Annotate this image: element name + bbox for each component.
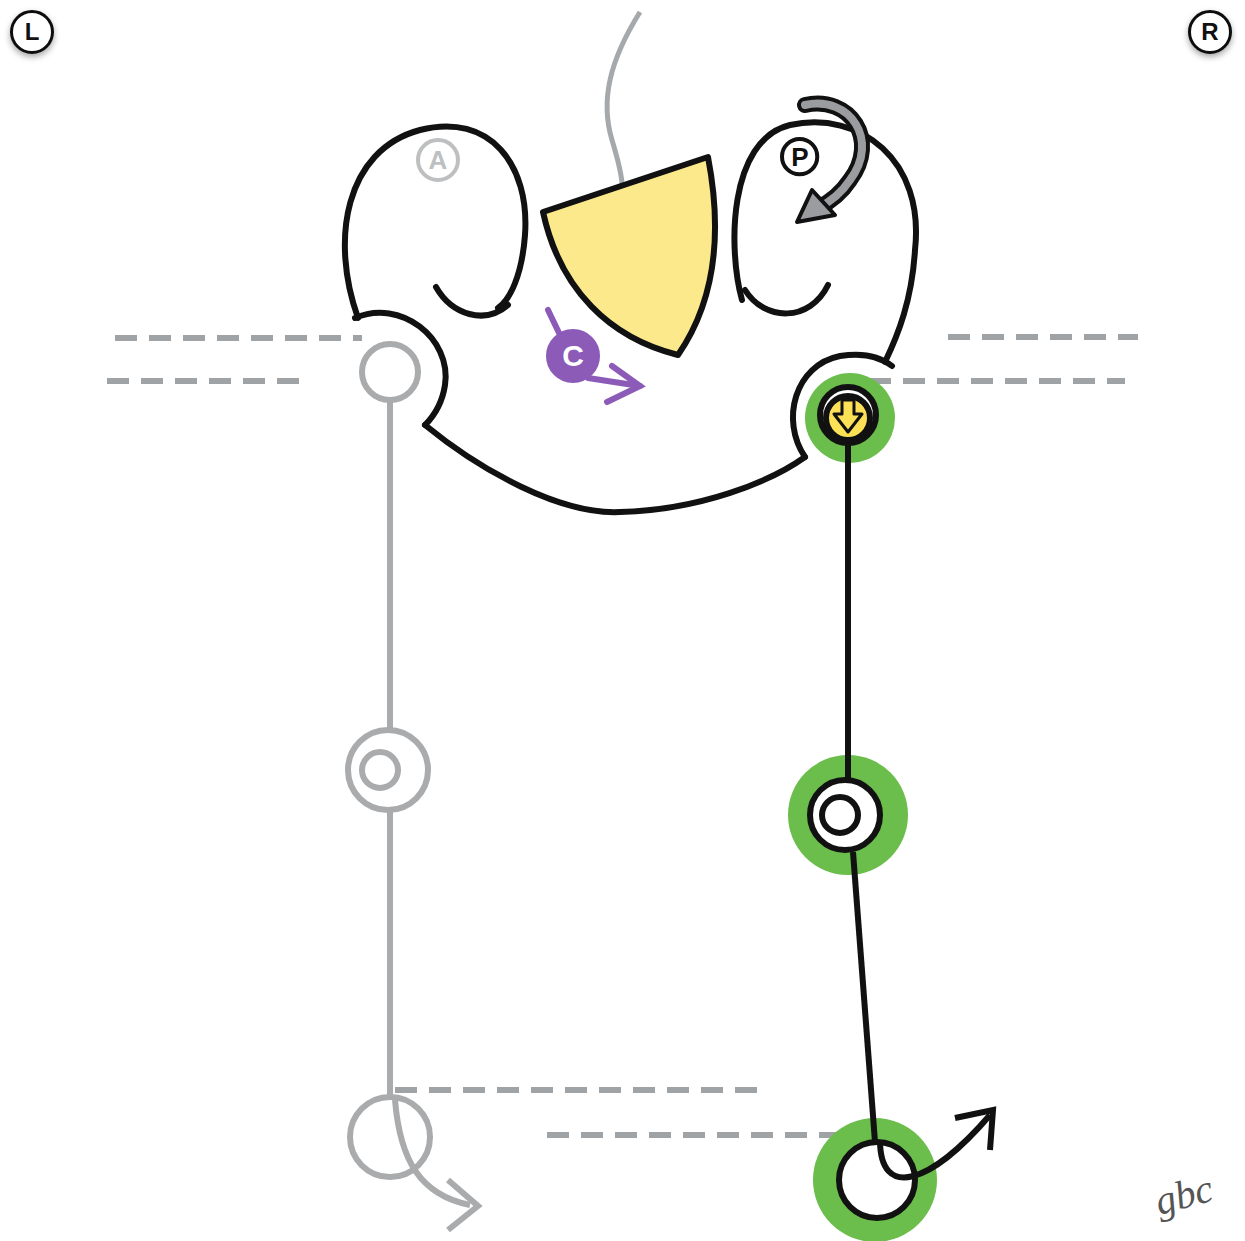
level-lines xyxy=(107,337,1138,1135)
side-marker: R xyxy=(1188,10,1232,54)
node-circle xyxy=(418,140,458,180)
sacrum xyxy=(543,157,715,355)
node-circle xyxy=(12,12,53,53)
highlight-halos xyxy=(788,373,937,1241)
anterior-marker: A xyxy=(416,138,460,182)
node-circle xyxy=(547,330,599,382)
marker-letter: R xyxy=(1201,20,1218,44)
marker-letter: L xyxy=(25,20,40,44)
marker-letter: C xyxy=(562,341,584,371)
node-circle xyxy=(1190,12,1231,53)
rotation-axis xyxy=(548,310,640,402)
signature: gbc xyxy=(1151,1168,1217,1222)
spine-line xyxy=(607,12,640,185)
right-leg xyxy=(810,387,993,1218)
marker-letter: P xyxy=(791,144,808,170)
pelvis-outline xyxy=(345,122,916,512)
posterior-marker: P xyxy=(780,137,819,176)
node-circle xyxy=(782,139,817,174)
axis-marker: C xyxy=(546,329,600,383)
marker-letter: A xyxy=(429,147,448,173)
side-marker: L xyxy=(10,10,54,54)
left-leg xyxy=(348,344,478,1230)
down-arrow xyxy=(834,400,862,432)
